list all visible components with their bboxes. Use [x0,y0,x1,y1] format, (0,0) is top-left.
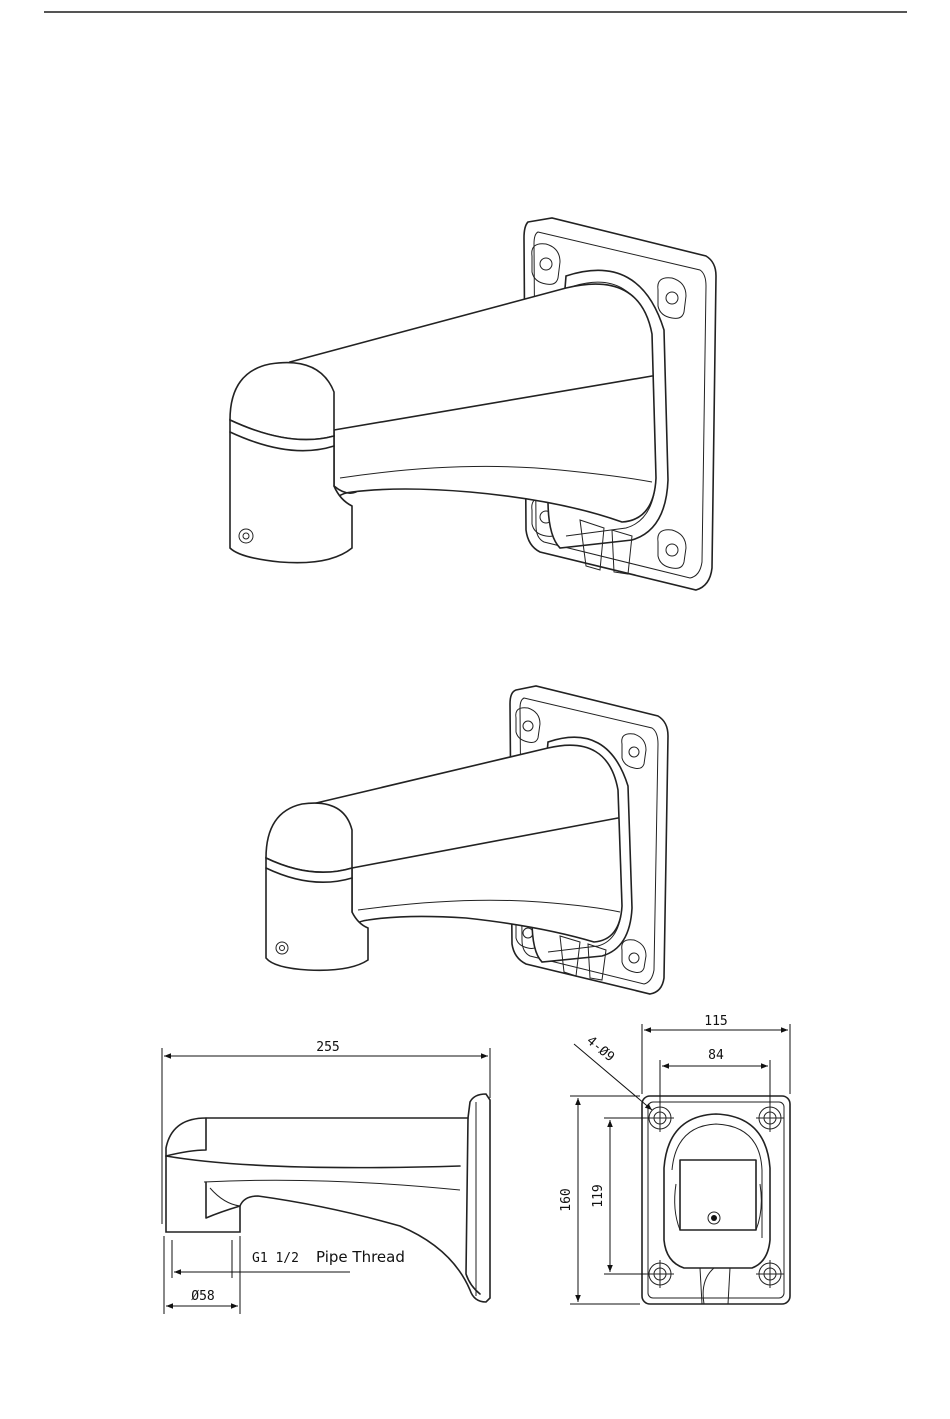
side-view-drawing [162,1048,490,1314]
overall-length-label: 255 [316,1040,339,1055]
hole-spacing-x-label: 84 [708,1048,724,1063]
bracket-isometric-view-2 [266,686,668,994]
hole-callout-label: 4-Ø9 [583,1034,617,1066]
rear-view-drawing [570,1024,790,1304]
pipe-thread-label: Pipe Thread [316,1248,405,1266]
bracket-isometric-view-1 [230,218,716,590]
plate-width-label: 115 [704,1014,727,1029]
hole-spacing-y-label: 119 [591,1184,606,1207]
thread-size-label: G1 1/2 [252,1251,299,1266]
plate-height-label: 160 [559,1188,574,1211]
base-diameter-label: Ø58 [191,1289,214,1304]
